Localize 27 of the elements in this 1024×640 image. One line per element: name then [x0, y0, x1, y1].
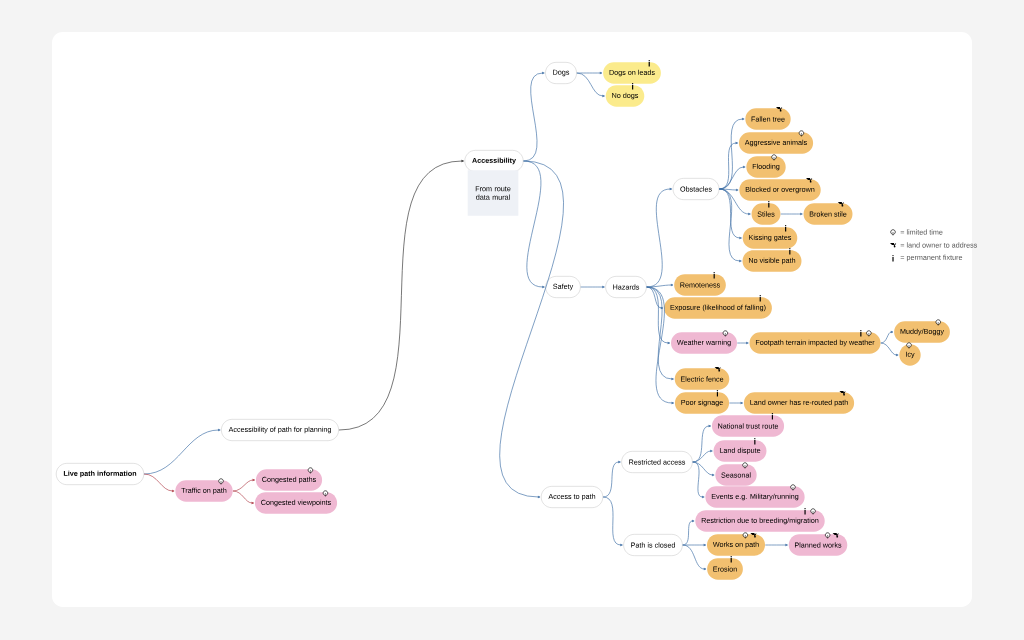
connector [232, 478, 256, 492]
connector [880, 330, 894, 344]
connector [682, 519, 695, 546]
connector [580, 285, 605, 289]
connector [576, 71, 603, 75]
connector [718, 188, 739, 192]
connector [718, 188, 742, 263]
connector [780, 212, 803, 216]
connector [499, 160, 564, 499]
connector [729, 401, 744, 405]
connector [523, 160, 545, 289]
connector [880, 342, 899, 357]
connector [232, 490, 255, 505]
connector [602, 460, 621, 498]
connector [338, 159, 464, 431]
connector [143, 428, 221, 475]
connector [682, 544, 707, 571]
connector [602, 496, 623, 547]
connector [692, 449, 713, 463]
connector [143, 473, 175, 493]
connector [736, 341, 749, 345]
connector [692, 461, 705, 499]
connector [576, 72, 605, 98]
connector [682, 543, 707, 547]
connector [646, 286, 675, 405]
connector [764, 543, 788, 547]
connector [646, 283, 674, 288]
